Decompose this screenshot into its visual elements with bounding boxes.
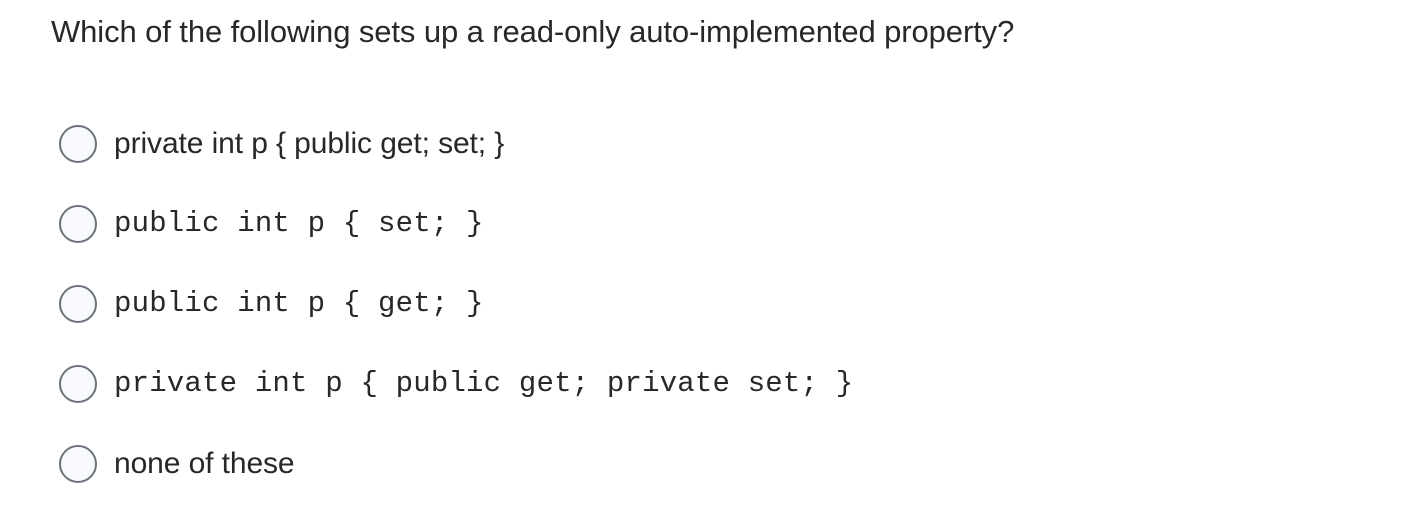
radio-button-icon-e[interactable] [59,445,97,483]
answer-option-label-d: private int p { public get; private set;… [114,367,854,400]
answer-option-c[interactable]: public int p { get; } [0,264,1414,344]
radio-button-icon-b[interactable] [59,205,97,243]
answer-option-b[interactable]: public int p { set; } [0,184,1414,264]
radio-button-icon-d[interactable] [59,365,97,403]
radio-button-icon-c[interactable] [59,285,97,323]
answer-option-e[interactable]: none of these [0,424,1414,504]
answer-option-label-c: public int p { get; } [114,287,484,320]
radio-button-icon-a[interactable] [59,125,97,163]
answer-option-label-a: private int p { public get; set; } [114,127,505,160]
question-prompt: Which of the following sets up a read-on… [51,14,1015,49]
answer-option-label-e: none of these [114,447,295,480]
answer-option-d[interactable]: private int p { public get; private set;… [0,344,1414,424]
answer-options-list: private int p { public get; set; } publi… [0,104,1414,504]
answer-option-a[interactable]: private int p { public get; set; } [0,104,1414,184]
answer-option-label-b: public int p { set; } [114,207,484,240]
